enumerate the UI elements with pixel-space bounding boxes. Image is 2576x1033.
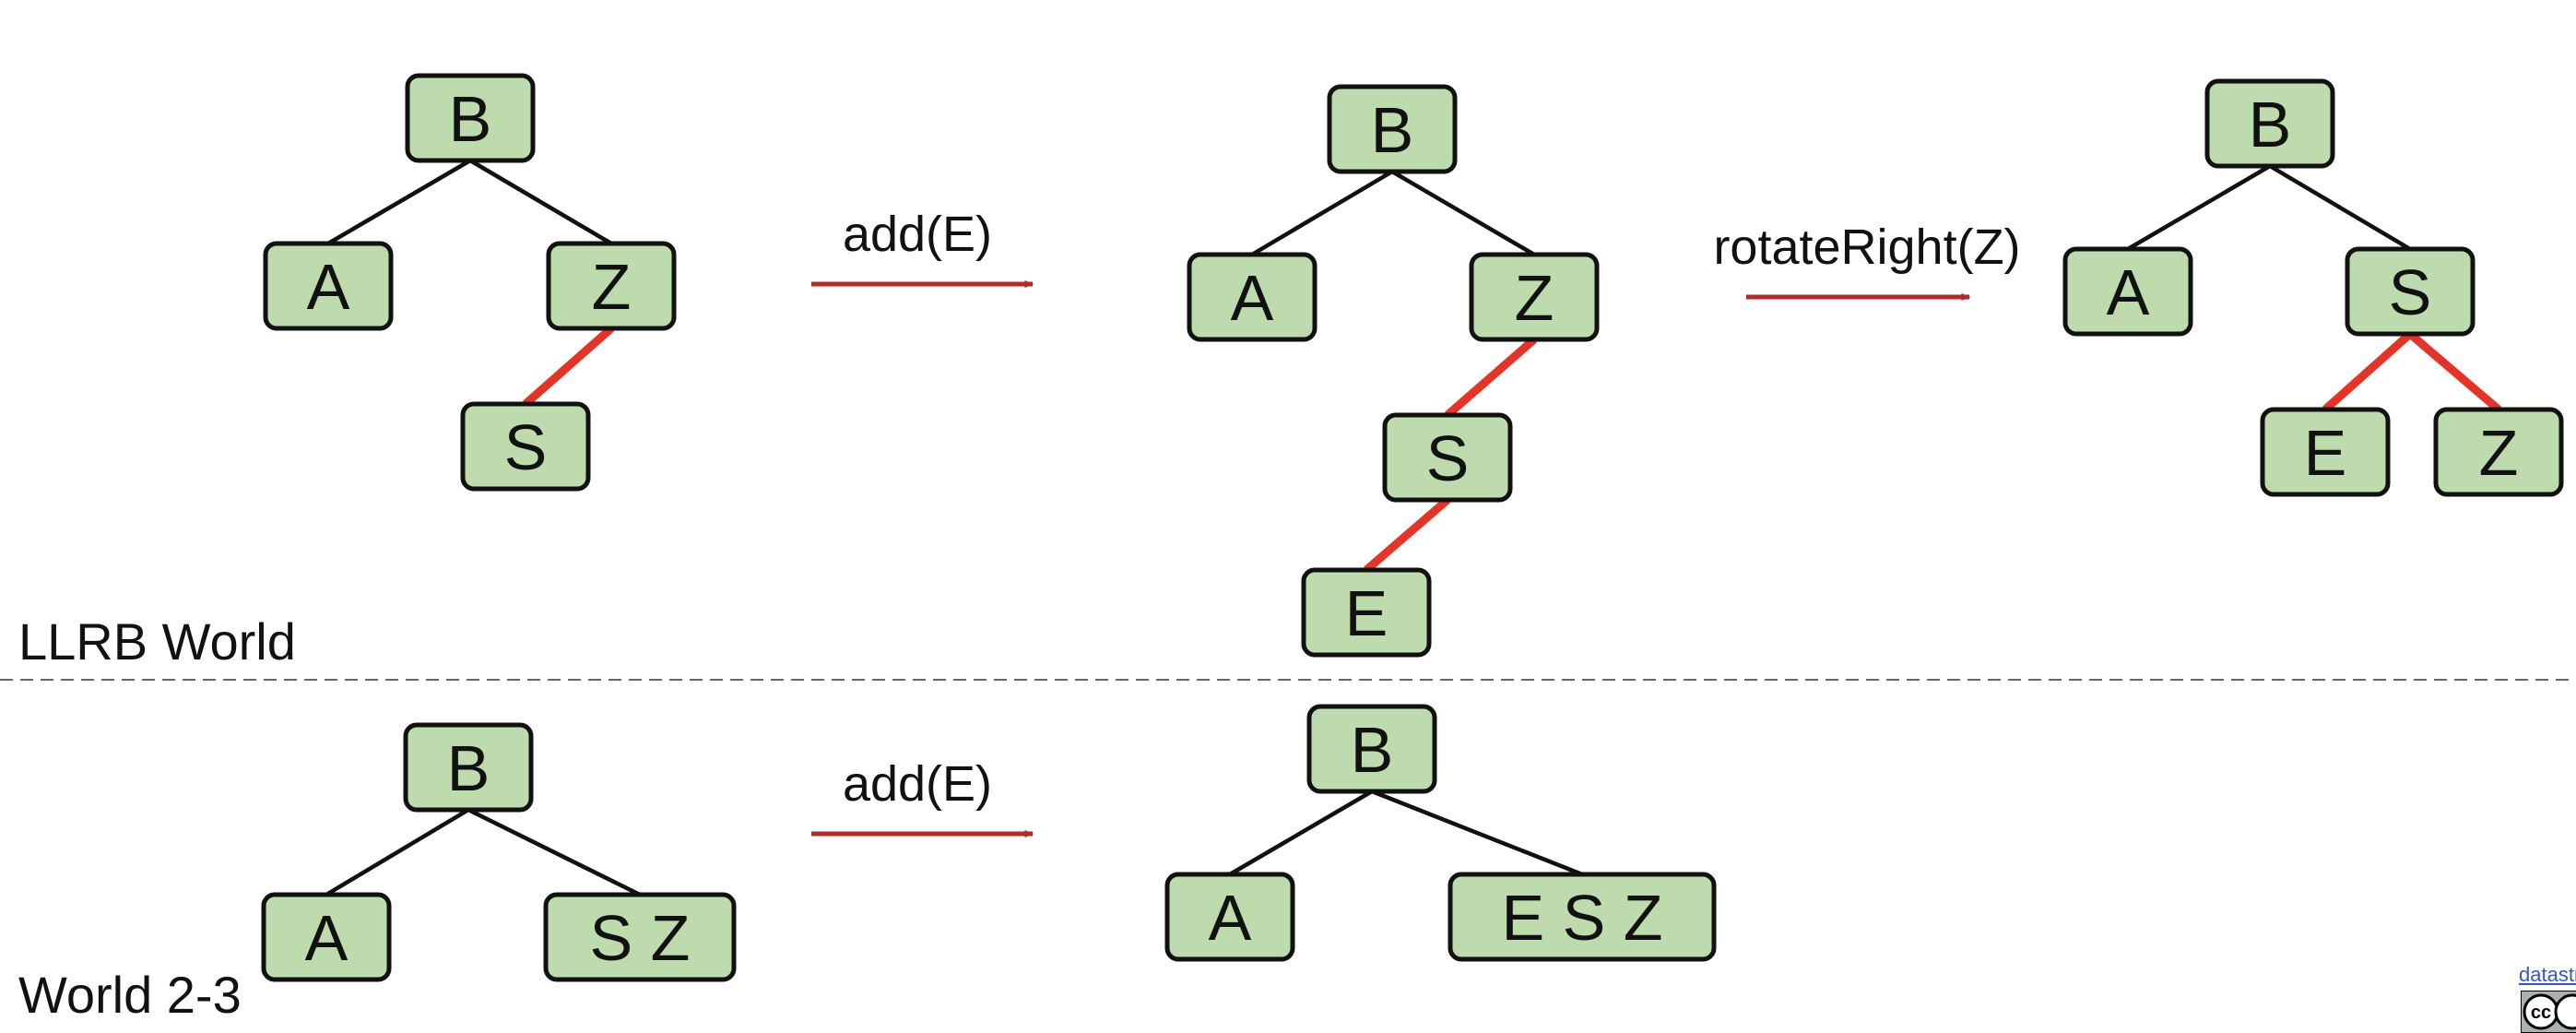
black-link-b-esz xyxy=(1371,789,1583,877)
tree-node-a: A xyxy=(263,241,394,331)
tree-node-b: B xyxy=(1306,704,1437,794)
cc-badge-text: cc xyxy=(2531,1003,2551,1023)
node-box xyxy=(2433,407,2564,497)
node-box xyxy=(546,241,677,331)
red-link-z-s xyxy=(1445,336,1537,419)
node-box xyxy=(1164,872,1295,962)
node-box xyxy=(1301,567,1432,658)
operation-arrow: add(E) xyxy=(811,207,1034,288)
tree-node-a: A xyxy=(1187,252,1318,342)
black-link-b-a xyxy=(326,159,472,245)
node-box xyxy=(2260,407,2391,497)
node-box xyxy=(1448,872,1717,962)
operation-label: add(E) xyxy=(843,207,992,262)
node-label: A xyxy=(1231,262,1274,334)
node-label: B xyxy=(447,732,490,804)
tree-node-a: A xyxy=(2062,246,2193,337)
node-box xyxy=(403,722,534,813)
node-box xyxy=(263,241,394,331)
tree-node-b: B xyxy=(2204,78,2335,169)
node-box xyxy=(1306,704,1437,794)
black-link-b-a xyxy=(325,808,470,896)
black-link-b-sz xyxy=(467,807,641,897)
black-link-b-z xyxy=(1390,170,1536,256)
node-box xyxy=(261,892,392,982)
tree-node-b: B xyxy=(405,73,536,163)
node-label: E xyxy=(1345,577,1388,649)
node-box xyxy=(460,401,591,492)
node-label: S xyxy=(1426,422,1470,494)
operations-layer: add(E) rotateRight(Z) add(E) xyxy=(811,207,2021,837)
node-box xyxy=(1382,412,1513,503)
red-link-s-e xyxy=(1364,496,1450,574)
links-layer xyxy=(325,159,2501,897)
tree-node-s: S xyxy=(460,401,591,492)
black-link-b-a xyxy=(2126,164,2272,251)
black-link-b-a xyxy=(1228,790,1374,876)
node-label: A xyxy=(305,902,349,974)
node-label: S Z xyxy=(590,902,691,974)
operation-arrow: rotateRight(Z) xyxy=(1713,220,2021,301)
tree-node-b: B xyxy=(403,722,534,813)
node-label: B xyxy=(449,83,492,155)
tree-node-e: E xyxy=(1301,567,1432,658)
tree-node-a: A xyxy=(1164,872,1295,962)
section-label: LLRB World xyxy=(18,612,296,671)
node-label: A xyxy=(1209,882,1252,954)
red-link-s-z xyxy=(2407,330,2501,413)
tree-node-b: B xyxy=(1327,84,1458,174)
tree-node-e: E xyxy=(2260,407,2391,497)
node-label: B xyxy=(1351,714,1394,786)
tree-node-z: Z xyxy=(546,241,677,331)
node-box xyxy=(543,892,737,982)
tree-node-s: S xyxy=(1382,412,1513,503)
node-label: E xyxy=(2304,417,2347,489)
tree-node-esz: E S Z xyxy=(1448,872,1717,962)
node-label: A xyxy=(2107,256,2150,328)
tree-node-z: Z xyxy=(1469,252,1600,342)
section-label: World 2-3 xyxy=(18,966,242,1024)
node-label: S xyxy=(2389,256,2432,328)
operation-label: rotateRight(Z) xyxy=(1713,220,2020,275)
node-label: E S Z xyxy=(1501,882,1662,954)
node-box xyxy=(1327,84,1458,174)
node-box xyxy=(405,73,536,163)
tree-node-z: Z xyxy=(2433,407,2564,497)
node-label: Z xyxy=(592,251,632,323)
node-label: S xyxy=(504,411,548,483)
node-label: Z xyxy=(1515,262,1554,334)
node-label: B xyxy=(2249,89,2292,160)
tree-node-s: S xyxy=(2345,246,2476,337)
red-link-s-e xyxy=(2322,330,2413,413)
node-box xyxy=(1187,252,1318,342)
node-label: Z xyxy=(2479,417,2519,489)
cc-license-icon: cc xyxy=(2521,991,2576,1033)
node-box xyxy=(2062,246,2193,337)
operation-label: add(E) xyxy=(843,756,992,812)
black-link-b-a xyxy=(1250,170,1394,256)
node-box xyxy=(2345,246,2476,337)
tree-node-a: A xyxy=(261,892,392,982)
tree-node-sz: S Z xyxy=(543,892,737,982)
node-label: A xyxy=(307,251,350,323)
black-link-b-s xyxy=(2268,164,2412,251)
operation-arrow: add(E) xyxy=(811,756,1034,837)
node-label: B xyxy=(1371,94,1414,166)
red-link-z-s xyxy=(523,325,614,408)
node-box xyxy=(2204,78,2335,169)
black-link-b-z xyxy=(468,159,613,245)
node-box xyxy=(1469,252,1600,342)
credit-link[interactable]: datastructur.es xyxy=(2519,963,2576,986)
